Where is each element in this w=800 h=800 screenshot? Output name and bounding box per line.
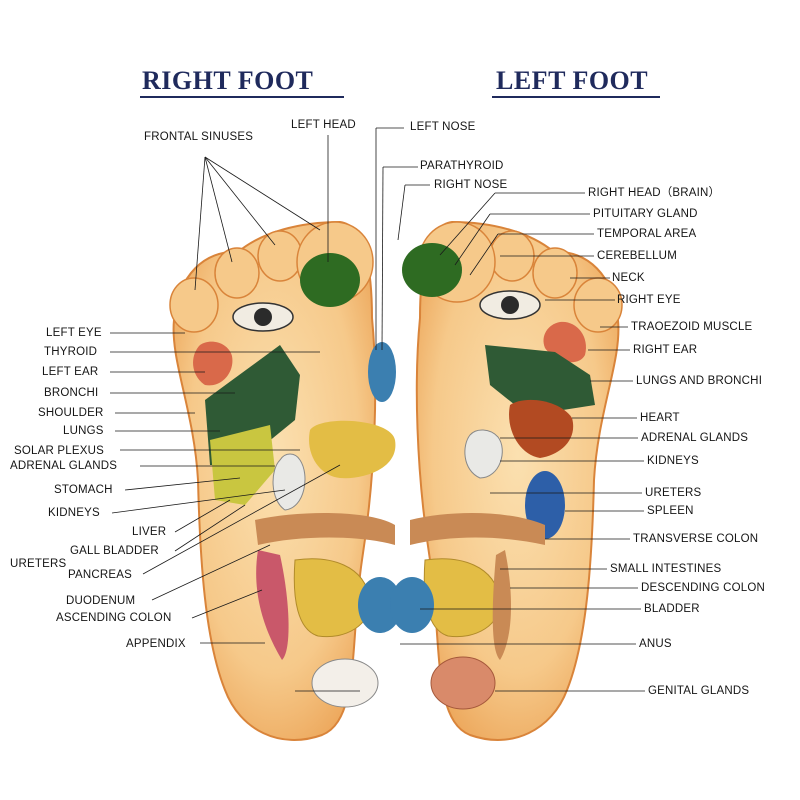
right-foot-ear <box>193 341 233 386</box>
label-right-eye: RIGHT EYE <box>617 294 681 306</box>
right-foot-eye-iris <box>254 308 272 326</box>
right-foot <box>169 220 402 741</box>
right-foot-kidney <box>272 453 306 511</box>
label-thyroid: THYROID <box>44 346 98 358</box>
left-foot-toe-5 <box>573 277 623 333</box>
label-gall-bladder: GALL BLADDER <box>70 545 159 557</box>
label-solar-plexus: SOLAR PLEXUS <box>14 445 104 457</box>
left-foot-transverse-colon <box>410 513 545 545</box>
label-heart: HEART <box>640 412 680 424</box>
label-shoulder: SHOULDER <box>38 407 104 419</box>
label-ascending-colon: ASCENDING COLON <box>56 612 172 624</box>
label-right-head-brain: RIGHT HEAD（BRAIN） <box>588 187 721 199</box>
label-ureters-left: URETERS <box>10 558 67 570</box>
label-neck: NECK <box>612 272 645 284</box>
label-ureters-right: URETERS <box>645 487 702 499</box>
left-foot-bladder <box>390 577 434 633</box>
label-left-head: LEFT HEAD <box>291 119 356 131</box>
label-transverse-colon: TRANSVERSE COLON <box>633 533 759 545</box>
label-bladder: BLADDER <box>644 603 700 615</box>
right-foot-small-intestine <box>293 558 371 638</box>
right-foot-ascending-colon <box>256 550 289 660</box>
left-foot-title-underline <box>492 96 660 98</box>
label-left-eye: LEFT EYE <box>46 327 102 339</box>
label-lungs: LUNGS <box>63 425 104 437</box>
right-foot-toe-4 <box>214 247 260 299</box>
left-foot-eye-iris <box>501 296 519 314</box>
right-foot-toe-3 <box>257 230 303 282</box>
label-anus: ANUS <box>639 638 672 650</box>
label-genital-glands: GENITAL GLANDS <box>648 685 750 697</box>
right-foot-title-underline <box>140 96 344 98</box>
left-foot-brain <box>402 243 462 297</box>
leader-lines <box>110 127 645 692</box>
right-foot-toe-5 <box>169 277 219 333</box>
left-foot-lungs <box>485 345 595 412</box>
left-foot-title: LEFT FOOT <box>496 66 649 95</box>
label-kidneys-left: KIDNEYS <box>48 507 100 519</box>
label-bronchi: BRONCHI <box>44 387 99 399</box>
left-foot-heart <box>509 399 574 458</box>
right-foot-brain <box>300 253 360 307</box>
label-adrenal-glands-right: ADRENAL GLANDS <box>641 432 749 444</box>
right-foot-lungs <box>205 345 300 465</box>
right-foot-title: RIGHT FOOT <box>142 66 314 95</box>
label-cerebellum: CEREBELLUM <box>597 250 677 262</box>
left-foot-descending-colon <box>492 550 512 660</box>
label-adrenal-glands-left: ADRENAL GLANDS <box>10 460 118 472</box>
right-foot-parathyroid-blue <box>368 342 396 402</box>
left-foot-kidney <box>464 429 503 479</box>
right-foot-transverse-colon <box>255 513 395 545</box>
label-duodenum: DUODENUM <box>66 595 136 607</box>
label-right-nose: RIGHT NOSE <box>434 179 508 191</box>
label-small-intestines: SMALL INTESTINES <box>610 563 722 575</box>
label-left-nose: LEFT NOSE <box>410 121 476 133</box>
label-appendix: APPENDIX <box>126 638 186 650</box>
label-left-ear: LEFT EAR <box>42 366 99 378</box>
label-descending-colon: DESCENDING COLON <box>641 582 765 594</box>
label-liver: LIVER <box>132 526 167 538</box>
label-pituitary-gland: PITUITARY GLAND <box>593 208 698 220</box>
right-foot-bladder <box>358 577 402 633</box>
label-kidneys-right: KIDNEYS <box>647 455 699 467</box>
label-right-ear: RIGHT EAR <box>633 344 698 356</box>
label-temporal-area: TEMPORAL AREA <box>597 228 697 240</box>
label-parathyroid: PARATHYROID <box>420 160 504 172</box>
label-spleen: SPLEEN <box>647 505 694 517</box>
label-lungs-and-bronchi: LUNGS AND BRONCHI <box>636 375 763 387</box>
right-foot-stomach <box>309 420 396 479</box>
left-foot-toe-4 <box>532 247 578 299</box>
label-frontal-sinuses: FRONTAL SINUSES <box>144 131 254 143</box>
left-foot-genital <box>430 656 496 710</box>
label-stomach: STOMACH <box>54 484 113 496</box>
label-pancreas: PANCREAS <box>68 569 133 581</box>
right-foot-genital <box>311 658 379 708</box>
label-traoezoid-muscle: TRAOEZOID MUSCLE <box>631 321 753 333</box>
right-foot-liver <box>210 425 275 505</box>
